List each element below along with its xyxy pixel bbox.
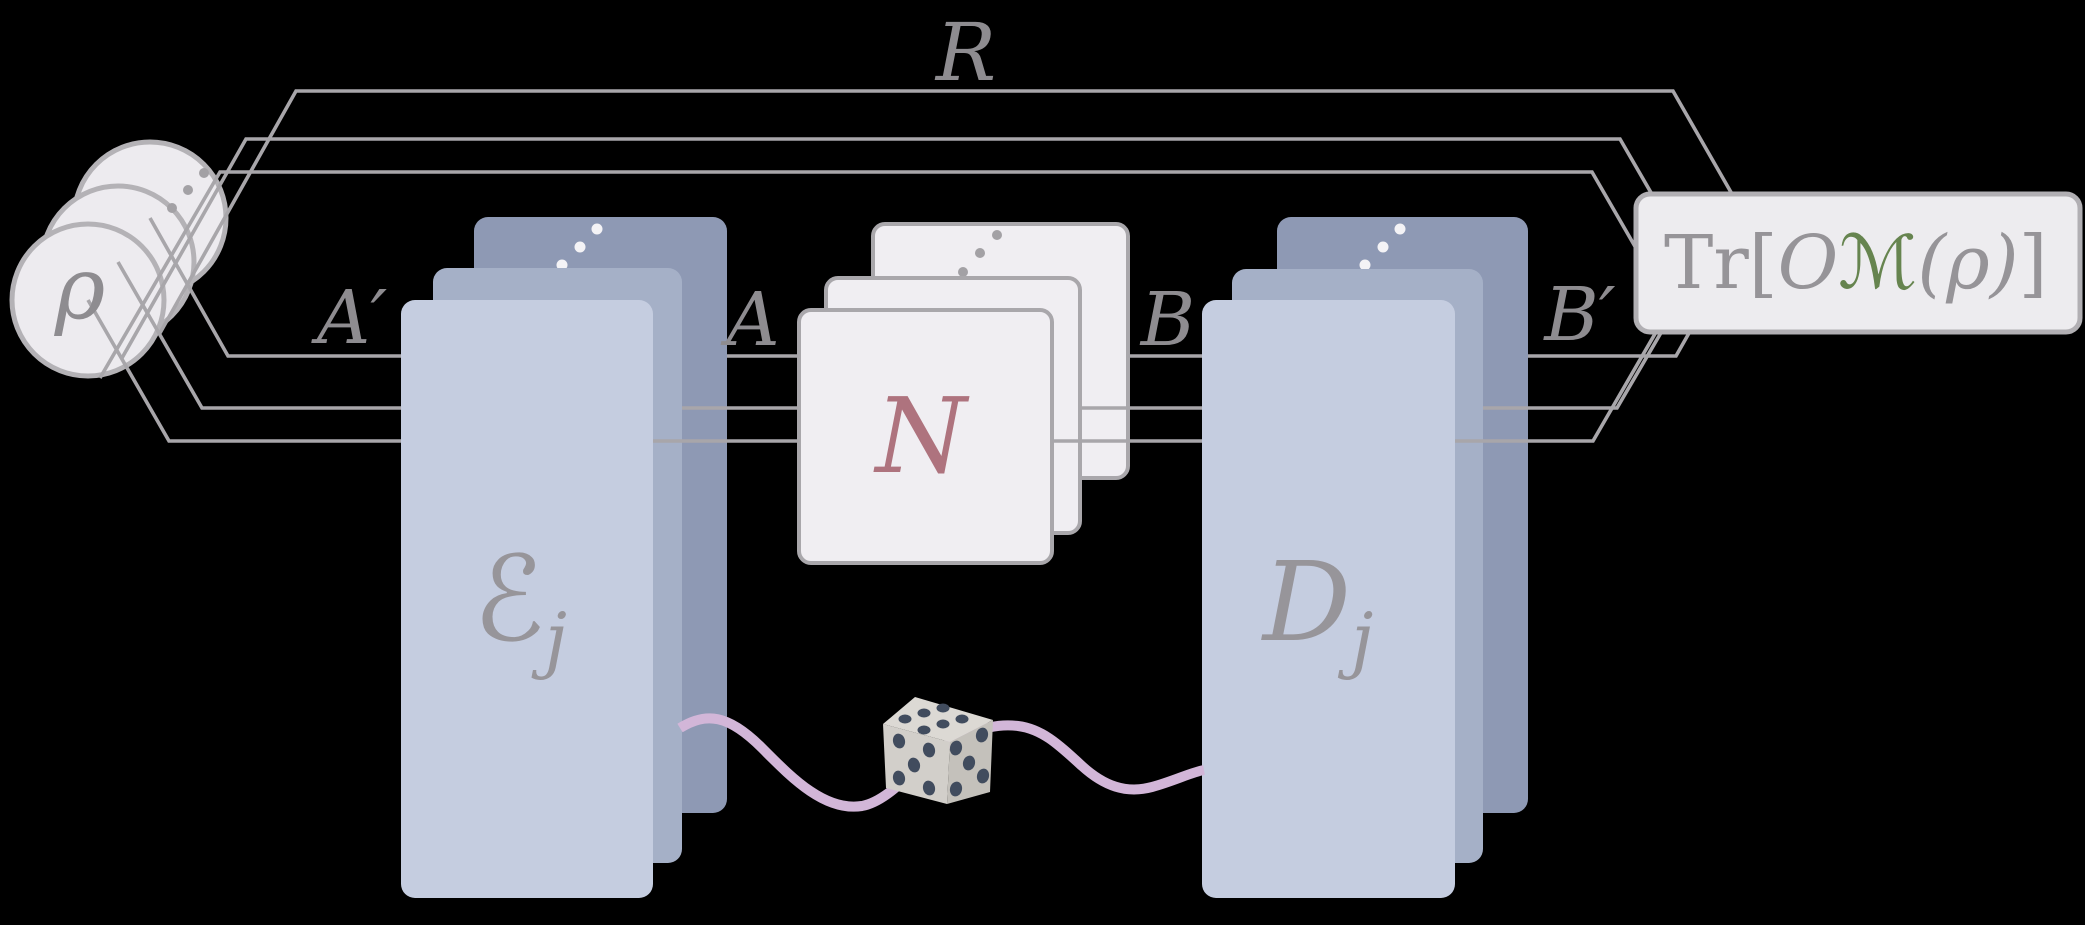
die-pip: [907, 757, 921, 773]
decoder-ellipsis-dots: [1359, 223, 1406, 271]
measurement-box-frame: [1633, 191, 2083, 335]
ellipsis-dot: [958, 267, 968, 277]
die-pips-right: [949, 727, 990, 797]
wire-a-prime-2: [116, 261, 401, 410]
die-pip: [898, 714, 912, 724]
reference-system-label: R: [934, 6, 996, 99]
ellipsis-dot: [1377, 241, 1389, 253]
encoder-panel-front: [401, 300, 653, 898]
die-pip: [936, 703, 950, 713]
die-pip: [955, 714, 969, 724]
state-ellipsis-dots: [167, 168, 209, 213]
measurement-observable: O: [1778, 220, 1839, 306]
channel-ellipsis-dots: [958, 230, 1002, 277]
ellipsis-dot: [591, 223, 603, 235]
encoder-label: ℰj: [473, 530, 567, 681]
die-pip: [922, 780, 936, 796]
die-pip: [975, 727, 989, 743]
encoder-symbol: ℰ: [473, 530, 544, 668]
measurement-trace: Tr[: [1664, 220, 1778, 306]
ellipsis-dot: [199, 168, 209, 178]
die-pip: [976, 768, 990, 784]
die-icon: [883, 697, 993, 804]
decoder-stack: [1202, 217, 1528, 898]
ellipsis-dot: [167, 203, 177, 213]
wire-b-prime-2: [1483, 318, 1671, 410]
system-a-label: A: [720, 277, 779, 363]
measurement-map: ℳ: [1838, 220, 1917, 306]
decoder-label: Dj: [1261, 538, 1374, 681]
decoder-symbol: D: [1261, 538, 1351, 666]
channel-stack: [797, 222, 1130, 565]
encoder-ellipsis-dots: [556, 223, 603, 271]
measurement-box: Tr[Oℳ(ρ)]: [1633, 191, 2083, 335]
wire-a-prime-3: [86, 299, 401, 443]
wires: [86, 89, 1738, 443]
die-pip: [962, 755, 976, 771]
measurement-state: (ρ): [1917, 220, 2018, 306]
channel-label: N: [873, 375, 970, 497]
channel-panel-front: [797, 308, 1054, 565]
encoder-stack: [401, 217, 727, 898]
wire-b-prime-3: [1455, 319, 1665, 443]
wire-reference-3: [98, 170, 1646, 379]
wire-reference-1: [158, 89, 1738, 334]
measurement-label: Tr[Oℳ(ρ)]: [1664, 220, 2048, 306]
system-a-prime-label: A′: [311, 275, 387, 361]
die-pip: [917, 708, 931, 718]
decoder-panel-front: [1202, 300, 1455, 898]
wire-reference-2: [120, 137, 1659, 359]
ellipsis-dot: [1394, 223, 1406, 235]
ellipsis-dot: [574, 241, 586, 253]
die-pips-left: [892, 733, 936, 796]
die-pip: [949, 781, 963, 797]
measurement-close-bracket: ]: [2019, 220, 2048, 306]
ellipsis-dot: [556, 259, 568, 271]
die-pips-top: [898, 703, 969, 735]
ellipsis-dot: [1359, 259, 1371, 271]
ellipsis-dot: [992, 230, 1002, 240]
ellipsis-dot: [183, 185, 193, 195]
die-pip: [922, 742, 936, 758]
system-b-label: B: [1139, 277, 1195, 363]
input-state-label: ρ: [54, 239, 106, 339]
system-b-prime-label: B′: [1542, 272, 1615, 358]
die-pip: [892, 733, 906, 749]
ellipsis-dot: [975, 248, 985, 258]
die-pip: [949, 740, 963, 756]
wire-a-prime-1: [148, 217, 401, 358]
die-top-face: [883, 697, 993, 742]
die-pip: [917, 725, 931, 735]
die-pip: [936, 719, 950, 729]
die-pip: [892, 770, 906, 786]
